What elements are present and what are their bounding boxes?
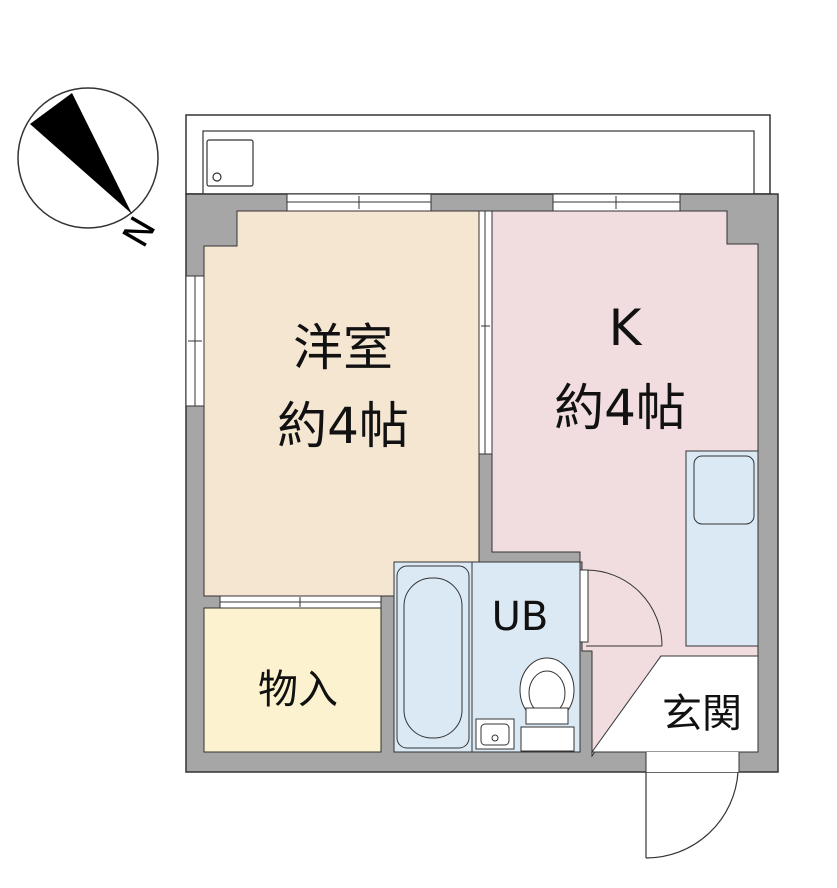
compass: N xyxy=(17,87,165,254)
entrance-floor xyxy=(591,655,759,753)
bathtub-icon xyxy=(396,565,470,749)
unit-bath-name: UB xyxy=(492,594,549,640)
washbasin-icon xyxy=(475,718,515,750)
sliding-door-interior xyxy=(478,210,493,455)
window-north-western xyxy=(286,193,432,212)
kitchen-name: K xyxy=(609,299,643,357)
outdoor-unit-fan-icon xyxy=(212,172,222,182)
compass-needle-icon xyxy=(30,93,132,214)
storage-sliding-door xyxy=(219,595,382,609)
front-door xyxy=(645,752,740,859)
western-room-size: 約4帖 xyxy=(277,397,409,455)
outdoor-unit xyxy=(206,139,254,187)
kitchen-size: 約4帖 xyxy=(554,379,686,437)
western-room-name: 洋室 xyxy=(293,319,393,377)
storage-name: 物入 xyxy=(258,667,338,713)
balcony xyxy=(185,114,771,195)
toilet-icon xyxy=(519,657,575,752)
window-north-kitchen xyxy=(552,193,681,212)
entrance-name: 玄関 xyxy=(662,691,742,737)
balcony-inner-rail xyxy=(202,130,755,195)
bath-door xyxy=(579,569,663,647)
kitchen-counter xyxy=(685,450,759,647)
window-west xyxy=(185,275,205,407)
